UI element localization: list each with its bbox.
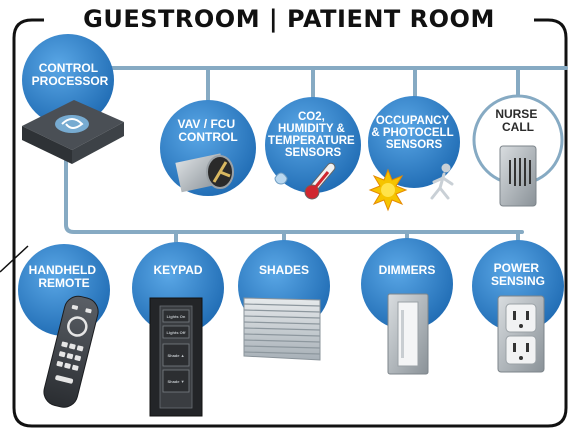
node-dimmers: DIMMERS [361,238,453,375]
node-control-processor: CONTROL PROCESSOR [22,34,124,164]
intercom-station-icon [499,145,537,207]
node-label: DIMMERS [379,263,436,277]
node-label: CO2, HUMIDITY & TEMPERATURE SENSORS [268,111,358,159]
keypad-button-label: Shade ▼ [167,379,184,384]
keypad-icon: Lights On Lights Off Shade ▲ Shade ▼ [149,297,203,417]
handheld-remote-icon [43,295,99,408]
leader-line [0,245,29,273]
node-handheld-remote: HANDHELD REMOTE [18,244,110,408]
dimmer-switch-icon [387,293,429,375]
node-shades: SHADES [238,240,330,361]
keypad-button-label: Lights Off [167,330,187,335]
node-label: OCCUPANCY & PHOTOCELL SENSORS [371,115,456,151]
node-label: HANDHELD REMOTE [29,263,100,290]
node-bubble [361,238,453,330]
room-frame [12,18,568,428]
node-co2-humidity-temperature-sensors: CO2, HUMIDITY & TEMPERATURE SENSORS [265,97,361,200]
thermometer-droplet-icon [274,162,336,200]
node-bubble [22,34,114,126]
keypad-buttons [162,309,190,393]
node-label: KEYPAD [153,263,202,277]
keypad-button-label: Shade ▲ [167,353,184,358]
node-bubble [265,97,361,193]
node-label: NURSE CALL [495,107,540,134]
node-occupancy-photocell-sensors: OCCUPANCY & PHOTOCELL SENSORS [368,96,460,212]
walking-person-sun-icon [368,163,454,212]
node-bubble [368,96,460,188]
node-keypad: KEYPAD Lights On Lights Off Shade ▲ Shad… [132,242,224,417]
connection-bus [64,66,568,250]
fan-duct-icon [175,153,234,193]
diagram-title: GUESTROOM | PATIENT ROOM [46,4,532,34]
node-power-sensing: POWER SENSING [472,240,564,373]
node-label: SHADES [259,263,309,277]
power-outlet-icon [497,295,545,373]
keypad-button-label: Lights On [167,314,186,319]
node-label: POWER SENSING [491,261,545,288]
node-label: CONTROL PROCESSOR [32,61,109,88]
node-nurse-call: NURSE CALL [472,94,564,207]
control-processor-box-icon [22,100,124,164]
node-label: VAV / FCU CONTROL [178,117,239,144]
roller-shade-icon [243,297,321,361]
node-vav-fcu-control: VAV / FCU CONTROL [160,100,256,196]
